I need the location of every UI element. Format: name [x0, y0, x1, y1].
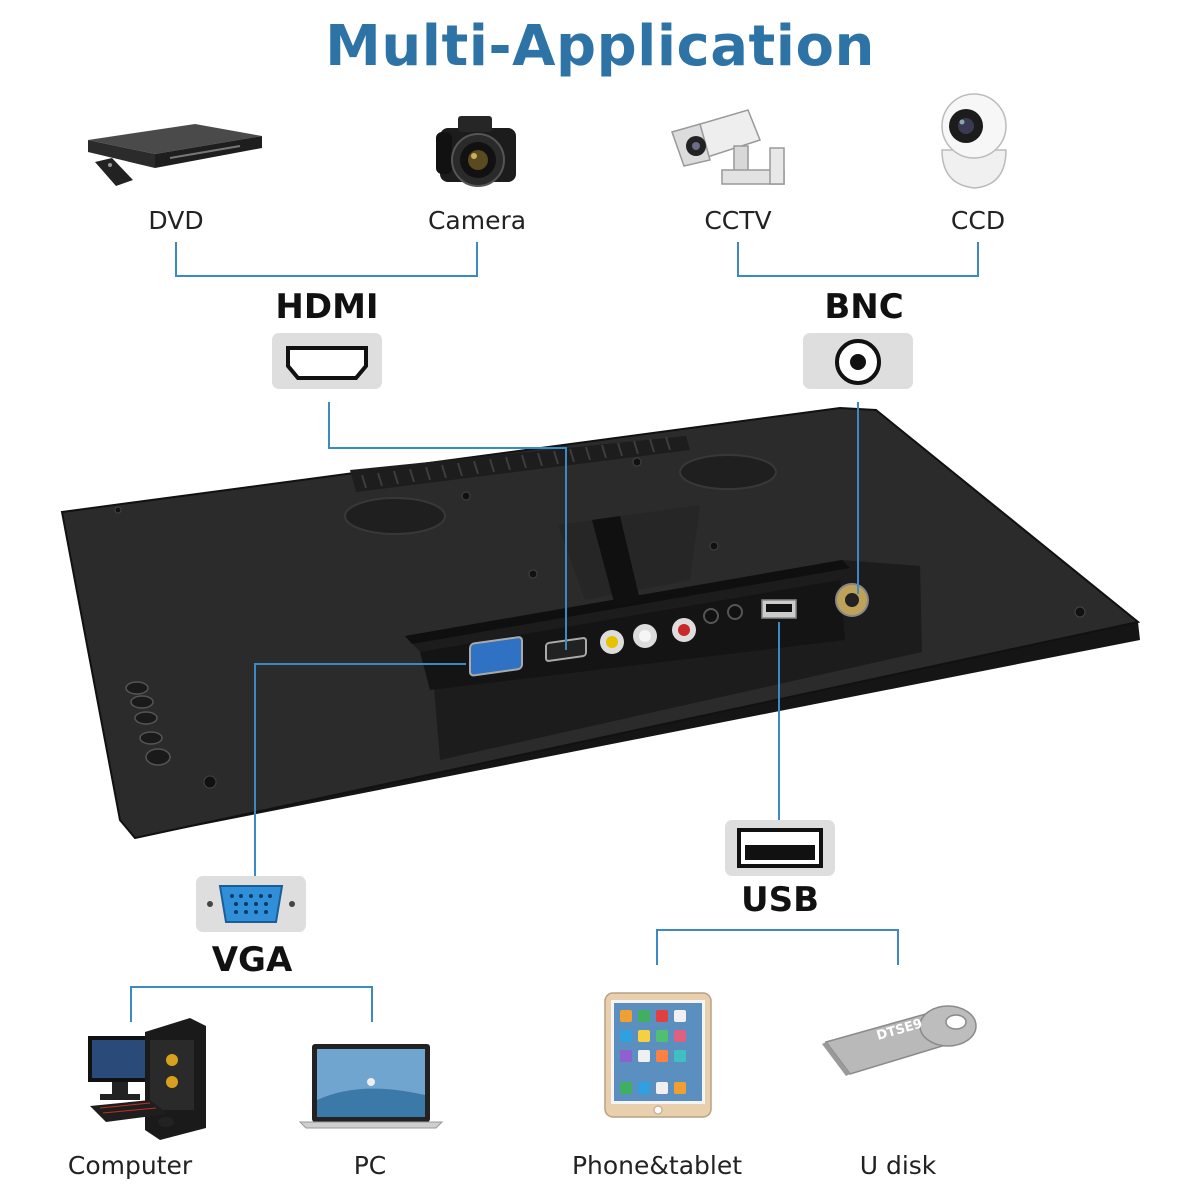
label-computer: Computer [67, 1151, 193, 1180]
label-cctv: CCTV [704, 206, 772, 235]
vga-port-icon [196, 876, 306, 932]
bnc-port-icon [803, 333, 913, 389]
label-usb: USB [740, 880, 819, 920]
ccd-camera-icon [941, 93, 1007, 189]
camera-icon [436, 116, 516, 187]
monitor-back [60, 406, 1141, 840]
label-vga: VGA [211, 940, 293, 980]
laptop-icon [298, 1044, 444, 1129]
label-u-disk: U disk [859, 1151, 937, 1180]
dvd-player-icon [88, 124, 262, 186]
connector-lines [130, 242, 979, 1022]
label-pc: PC [353, 1151, 387, 1180]
label-hdmi: HDMI [275, 287, 379, 327]
usb-stick-icon: DTSE9 [822, 1005, 977, 1076]
label-dvd: DVD [148, 206, 204, 235]
usb-port-icon [725, 820, 835, 876]
hdmi-port-icon [272, 333, 382, 389]
label-bnc: BNC [824, 287, 904, 327]
cctv-camera-icon [671, 109, 785, 185]
label-phone-tablet: Phone&tablet [571, 1151, 743, 1180]
page-title: Multi-Application [325, 14, 875, 79]
label-camera: Camera [427, 206, 527, 235]
computer-desktop-icon [88, 1018, 206, 1140]
label-ccd: CCD [950, 206, 1006, 235]
tablet-icon [604, 992, 712, 1118]
